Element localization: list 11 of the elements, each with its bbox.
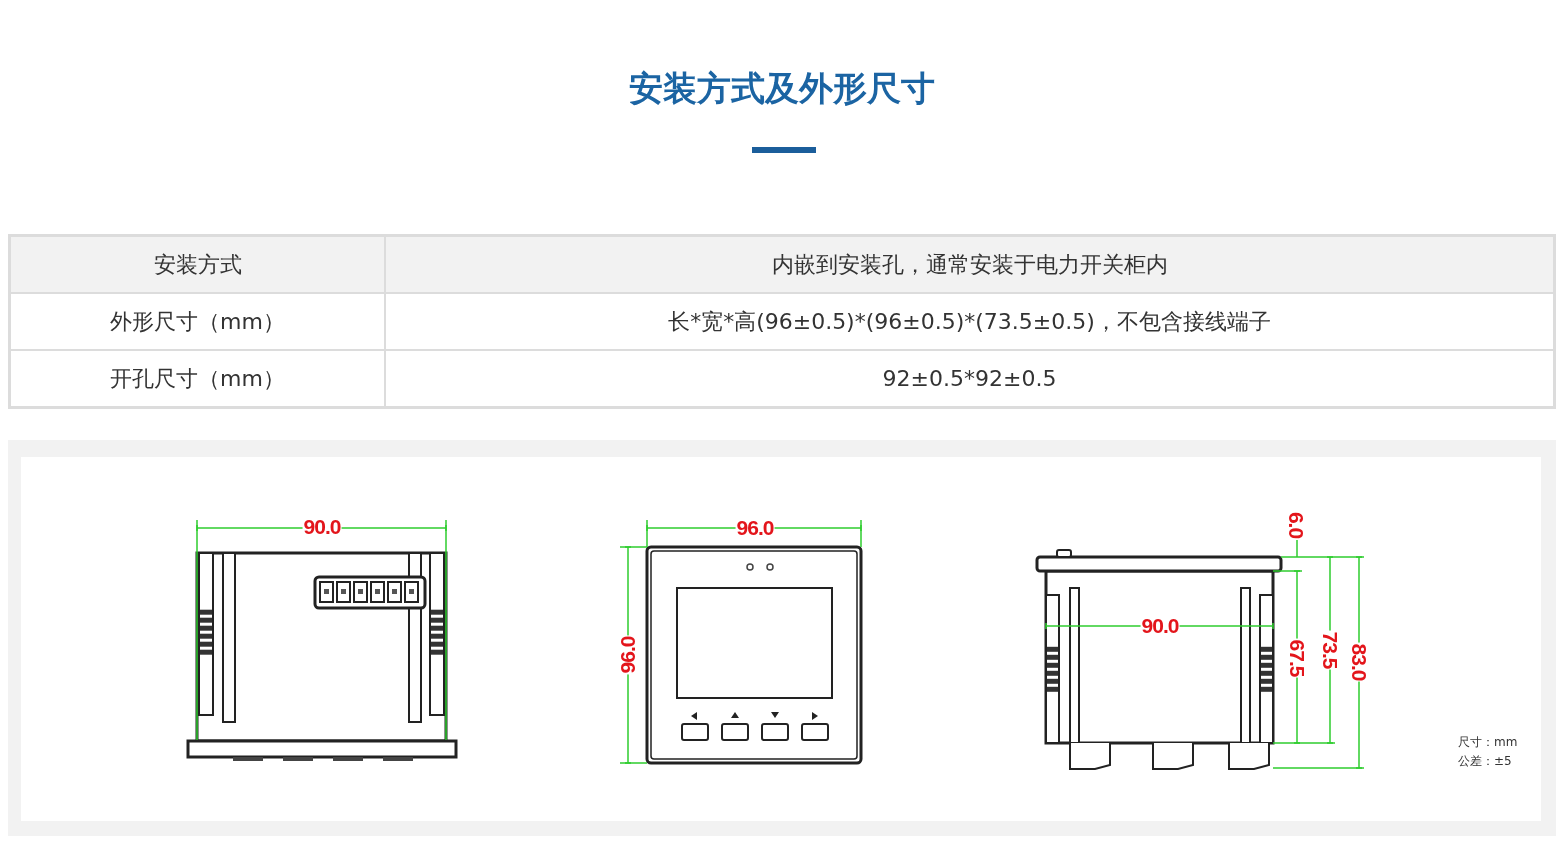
- title: 安装方式及外形尺寸: [628, 67, 936, 110]
- dimension-label: 73.5: [1320, 630, 1340, 670]
- dimension-label: 96.0: [735, 518, 775, 538]
- dimension-label: 67.5: [1287, 638, 1307, 678]
- dimension-label: 96.0: [618, 635, 638, 675]
- note-text: 尺寸：mm: [1458, 734, 1518, 751]
- dimension-label: 6.0: [1286, 510, 1306, 540]
- dimension-label: 90.0: [1140, 616, 1180, 636]
- dimension-label: 90.0: [302, 517, 342, 537]
- note-text: 公差：±5: [1458, 753, 1512, 770]
- dimension-label: 83.0: [1349, 642, 1369, 682]
